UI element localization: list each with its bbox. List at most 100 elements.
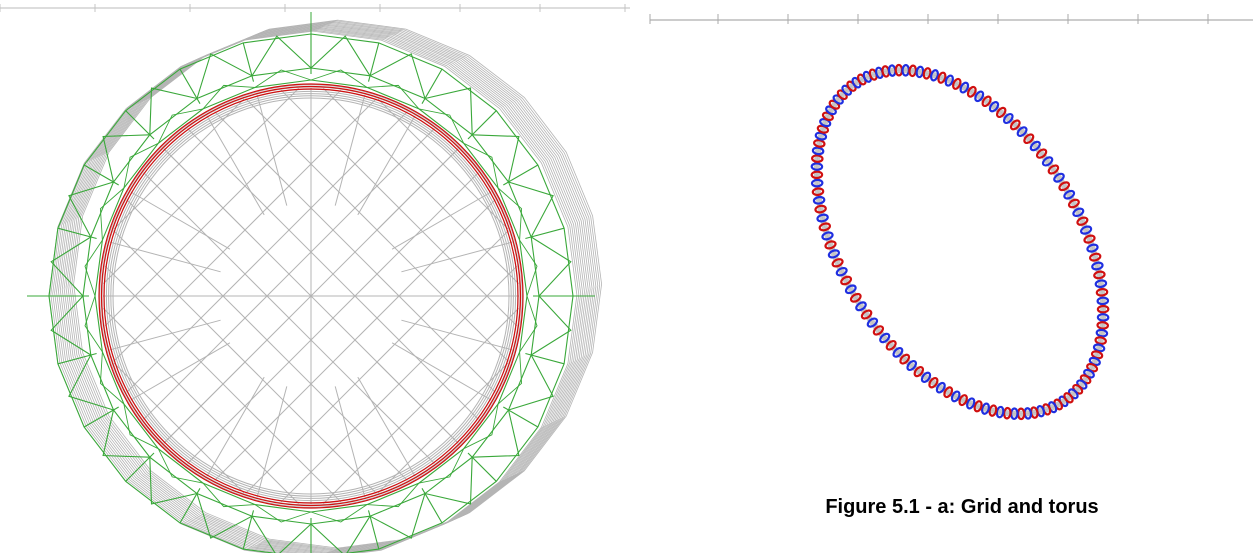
torus-loop (1096, 321, 1109, 330)
green-inner-diagonal (84, 295, 103, 353)
torus-loop (1072, 207, 1085, 218)
green-diagonal (102, 134, 150, 183)
interior-grid-mesh (103, 88, 519, 504)
torus-loop (929, 69, 940, 82)
shadow-shell (61, 24, 591, 553)
green-inner-diagonal (519, 239, 538, 297)
green-diagonal (196, 53, 253, 99)
torus-loop (866, 317, 879, 328)
torus-loop (966, 397, 976, 410)
grid-line (214, 111, 496, 393)
green-inner-diagonal (418, 448, 465, 484)
grid-spoke (391, 342, 492, 401)
torus-loop (827, 249, 840, 259)
torus-ring-center (816, 69, 1104, 415)
green-spoke (421, 488, 443, 524)
torus-loop (913, 365, 925, 378)
torus-loop (1076, 216, 1089, 226)
torus-loop (810, 162, 824, 171)
green-spoke (503, 164, 539, 186)
torus-loop (1094, 279, 1108, 289)
green-diagonal (68, 354, 114, 411)
torus-loop (973, 400, 983, 413)
green-diagonal (472, 409, 520, 458)
torus-loop (1089, 252, 1102, 262)
green-diagonal (424, 87, 473, 135)
grid-spoke (109, 241, 221, 273)
torus-loop (1083, 234, 1096, 244)
green-spoke (503, 406, 539, 428)
torus-loop (816, 213, 829, 223)
torus-loop (1096, 296, 1110, 306)
gray-shadow-shells (48, 19, 603, 553)
torus-loop (811, 187, 825, 197)
green-inner-diagonal (463, 403, 499, 450)
torus-loop (1080, 225, 1093, 235)
green-inner-diagonal (497, 187, 523, 241)
grid-spoke (376, 148, 459, 231)
shadow-shell (69, 21, 599, 551)
torus-loop (885, 339, 897, 351)
torus-loop (814, 204, 827, 214)
green-diagonal (310, 515, 371, 553)
grid-spoke (109, 319, 221, 351)
torus-loop (818, 222, 831, 232)
green-inner-diagonal (418, 108, 465, 144)
grid-spoke (401, 319, 513, 351)
green-diagonal (251, 35, 312, 77)
torus-loop (943, 386, 954, 399)
torus-loop (1016, 126, 1028, 137)
torus-loop (950, 390, 961, 403)
gray-ring (112, 97, 510, 495)
grid-spoke (256, 386, 288, 498)
torus-loop (1093, 270, 1106, 280)
green-inner-diagonal (99, 351, 125, 405)
torus-loop (821, 231, 834, 241)
green-diagonal (149, 87, 198, 135)
torus-loop (1063, 189, 1076, 200)
grid-line (214, 199, 496, 481)
torus-loop (1041, 156, 1054, 167)
green-inner-diagonal (463, 142, 499, 189)
shadow-shell (52, 28, 582, 553)
green-diagonal (68, 181, 114, 238)
torus-loop (1095, 287, 1109, 297)
green-diagonal (424, 457, 473, 505)
green-inner-diagonal (157, 108, 204, 144)
green-outer-mesh (27, 12, 595, 553)
torus-loop (1067, 198, 1080, 209)
torus-loop (928, 376, 939, 389)
green-inner-diagonal (123, 403, 159, 450)
green-inner-diagonal (99, 187, 125, 241)
torus-loop (944, 74, 954, 87)
green-spoke (179, 68, 201, 104)
green-diagonal (472, 134, 520, 183)
shadow-shell (57, 26, 587, 553)
shadow-shell (56, 27, 585, 553)
torus-loop (1095, 328, 1109, 338)
torus-loop (855, 301, 867, 312)
grid-spoke (130, 342, 231, 401)
torus-loop (810, 178, 824, 188)
green-diagonal (50, 236, 92, 297)
torus-loop (952, 77, 962, 90)
red-torus-ring (98, 83, 524, 509)
torus-loop (892, 347, 904, 358)
grid-spoke (206, 115, 265, 216)
torus-loop (935, 381, 946, 394)
torus-ring-view (649, 14, 1253, 421)
grid-spoke (163, 361, 246, 444)
torus-loop (958, 394, 968, 407)
green-spoke (242, 42, 255, 82)
grid-spoke (401, 241, 513, 273)
green-diagonal (530, 295, 572, 356)
torus-loop (966, 85, 977, 98)
green-spoke (421, 68, 443, 104)
grid-line (187, 128, 479, 420)
red-torus-band (98, 83, 524, 509)
torus-loop (1003, 112, 1014, 125)
torus-loop (1023, 133, 1035, 145)
torus-loop (980, 402, 991, 415)
torus-loop (849, 292, 862, 303)
torus-loop (922, 67, 932, 80)
